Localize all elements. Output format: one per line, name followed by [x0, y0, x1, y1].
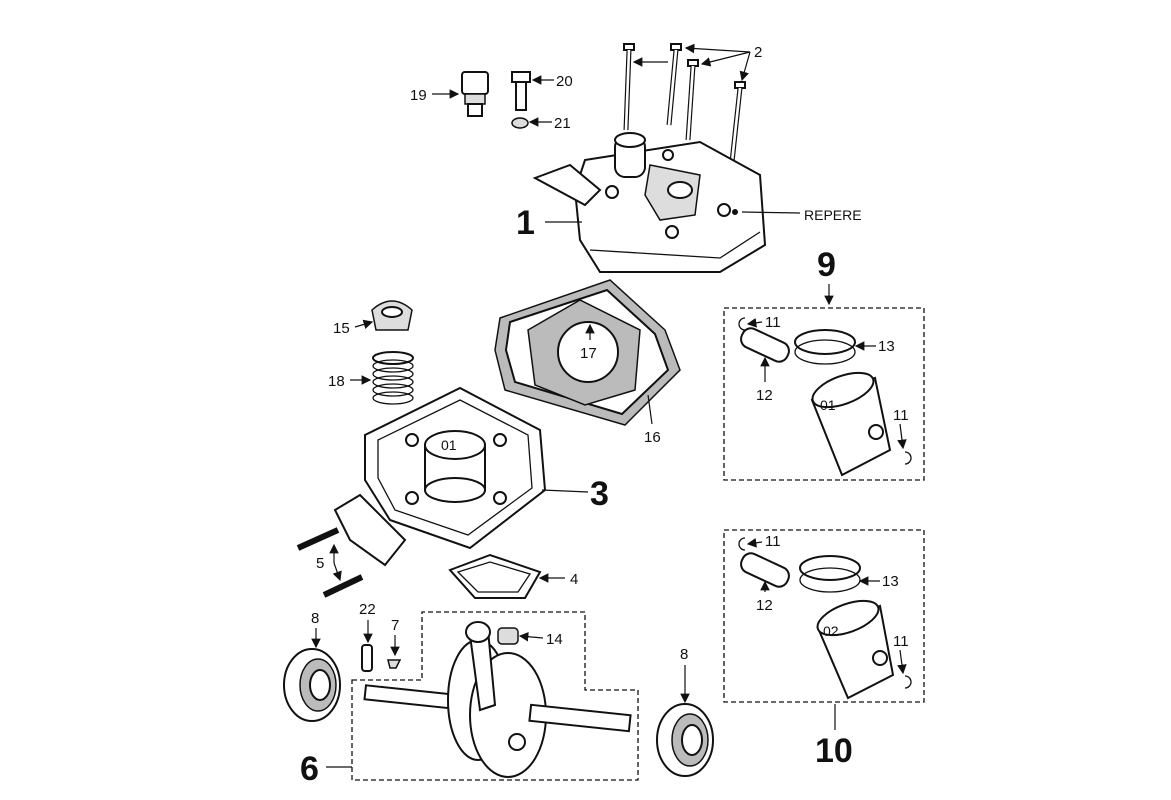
callout-17: 17 — [580, 345, 597, 362]
bearing-left — [283, 648, 341, 722]
piston-kit-9-box — [723, 307, 925, 481]
callout-19: 19 — [410, 87, 427, 104]
piston-kit-9: 01 — [738, 317, 912, 477]
piston-mark-10: 02 — [823, 623, 839, 639]
callout-10: 10 — [815, 732, 853, 770]
piston-kit-10: 02 — [738, 537, 912, 700]
callout-21: 21 — [554, 115, 571, 132]
callout-20: 20 — [556, 73, 573, 90]
thermostat — [371, 300, 413, 331]
crankshaft-assembly-box — [351, 611, 639, 781]
callout-3: 3 — [590, 475, 609, 513]
cylinder: 01 — [333, 386, 547, 567]
callout-2: 2 — [754, 44, 762, 61]
callout-11: 11 — [765, 314, 781, 331]
piston-kit-10-box — [723, 529, 925, 703]
callout-16: 16 — [644, 429, 661, 446]
studs — [296, 527, 364, 598]
callout-1: 1 — [516, 204, 535, 242]
callout-18: 18 — [328, 373, 345, 390]
dowel-pin — [361, 644, 373, 672]
callout-15: 15 — [333, 320, 350, 337]
repere-label: REPERE — [804, 207, 862, 223]
callout-4: 4 — [570, 571, 578, 588]
head-gasket — [494, 279, 681, 426]
piston-mark-9: 01 — [820, 397, 836, 413]
callout-11: 11 — [893, 633, 909, 650]
head-bolts — [623, 43, 746, 163]
callout-5: 5 — [316, 555, 324, 572]
callout-22: 22 — [359, 601, 376, 618]
callout-11: 11 — [893, 407, 909, 424]
callout-8: 8 — [680, 646, 688, 663]
callout-7: 7 — [391, 617, 399, 634]
callout-12: 12 — [756, 597, 773, 614]
crankshaft — [363, 621, 632, 778]
key — [387, 659, 402, 669]
callout-9: 9 — [817, 246, 836, 284]
cylinder-mark: 01 — [441, 437, 457, 453]
bearing-right — [656, 703, 714, 777]
needle-bearing — [497, 627, 519, 645]
callout-14: 14 — [546, 631, 563, 648]
callout-labels: 2 19 20 21 1 REPERE 9 11 13 12 11 15 17 … — [300, 44, 909, 788]
callout-8: 8 — [311, 610, 319, 627]
callout-13: 13 — [878, 338, 895, 355]
callout-11: 11 — [765, 533, 781, 550]
spring — [372, 351, 414, 405]
callout-13: 13 — [882, 573, 899, 590]
callout-12: 12 — [756, 387, 773, 404]
cylinder-head — [532, 132, 767, 273]
bolt-20 — [511, 71, 531, 111]
callout-6: 6 — [300, 750, 319, 788]
leader-lines — [311, 75, 907, 768]
temperature-sensor — [461, 71, 489, 117]
washer-21 — [511, 117, 529, 129]
